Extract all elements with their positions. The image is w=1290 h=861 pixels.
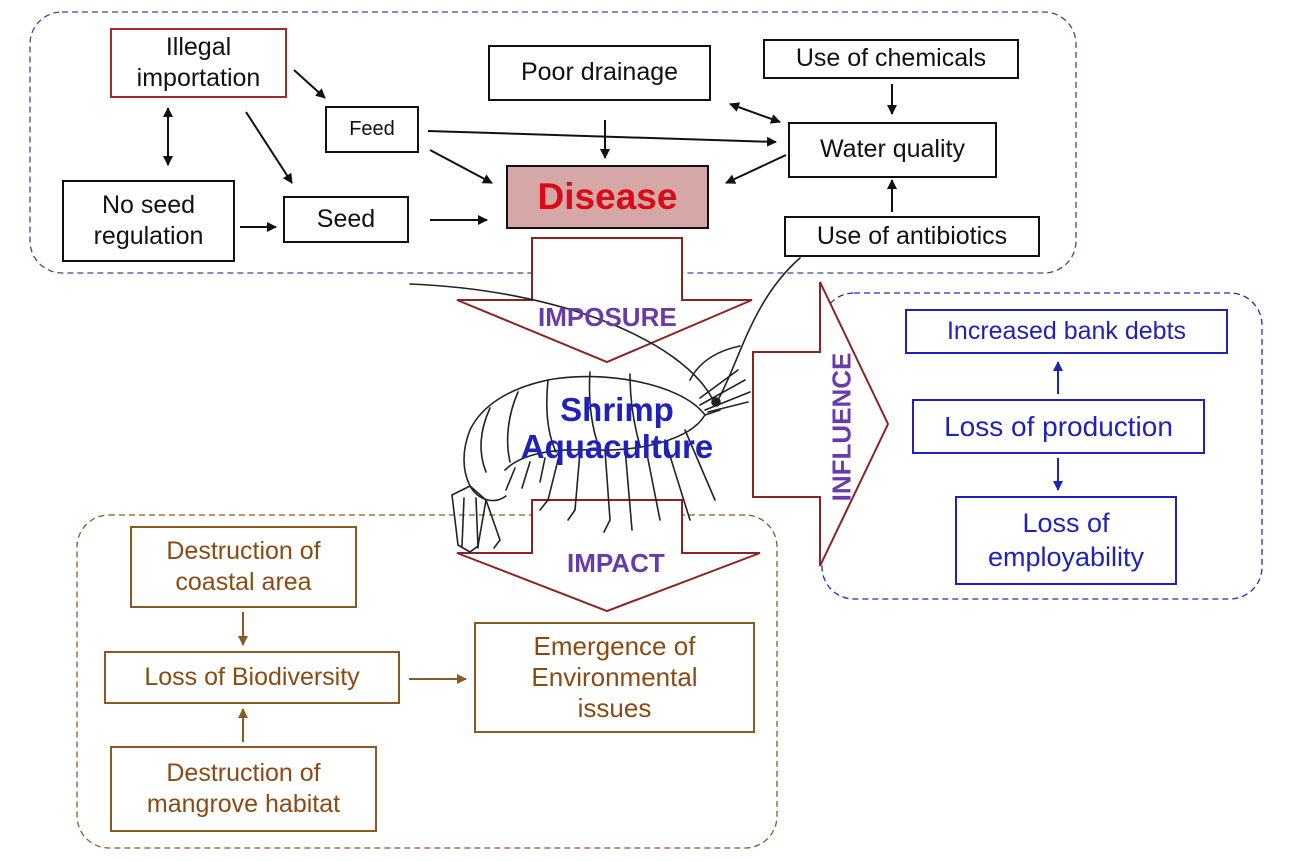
illegal-importation-box: Illegal importation (110, 28, 287, 98)
water-quality-box: Water quality (788, 122, 997, 178)
impact-arrow (456, 499, 761, 613)
loss-of-production-box: Loss of production (912, 399, 1205, 454)
use-of-antibiotics-box: Use of antibiotics (784, 216, 1040, 257)
seed-box: Seed (283, 196, 409, 243)
title-line-1: Shrimp (560, 391, 674, 428)
influence-label: INFLUENCE (826, 352, 857, 502)
environmental-group (76, 514, 778, 849)
use-of-chemicals-box: Use of chemicals (763, 39, 1019, 79)
loss-of-employability-box: Loss of employability (955, 496, 1177, 585)
imposure-label: IMPOSURE (538, 302, 677, 332)
increased-bank-debts-box: Increased bank debts (905, 309, 1228, 354)
environmental-connectors (238, 612, 467, 742)
imposure-arrow (456, 237, 753, 364)
shrimp-illustration (409, 257, 801, 553)
poor-drainage-box: Poor drainage (488, 45, 711, 101)
driver-connectors (163, 69, 897, 232)
emergence-environmental-box: Emergence of Environmental issues (474, 622, 755, 733)
impact-label: IMPACT (567, 548, 665, 578)
no-seed-regulation-box: No seed regulation (62, 180, 235, 262)
feed-box: Feed (325, 106, 419, 153)
loss-biodiversity-box: Loss of Biodiversity (104, 651, 400, 704)
title-line-2: Aquaculture (520, 427, 714, 465)
destruction-coastal-box: Destruction of coastal area (130, 526, 357, 608)
destruction-mangrove-box: Destruction of mangrove habitat (110, 746, 377, 832)
influence-arrow (752, 281, 890, 567)
shrimp-aquaculture-title: Shrimp Aquaculture (492, 391, 742, 466)
disease-box: Disease (506, 165, 709, 229)
